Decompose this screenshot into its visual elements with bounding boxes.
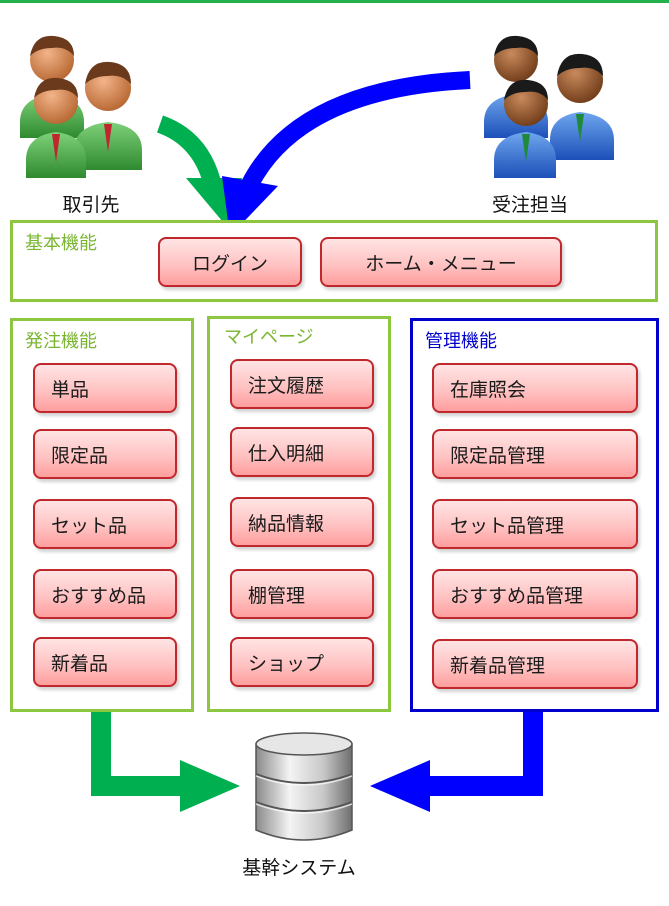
recommended-item-button[interactable]: おすすめ品 [33, 569, 177, 619]
login-button[interactable]: ログイン [158, 237, 302, 287]
database-icon [252, 730, 356, 850]
set-item-management-button[interactable]: セット品管理 [432, 499, 638, 549]
basic-functions-panel: 基本機能 ログイン ホーム・メニュー [10, 220, 658, 302]
basic-functions-title: 基本機能 [25, 233, 97, 254]
purchase-details-button[interactable]: 仕入明細 [230, 427, 374, 477]
set-item-button[interactable]: セット品 [33, 499, 177, 549]
limited-item-button[interactable]: 限定品 [33, 429, 177, 479]
client-to-login-arrow [156, 115, 221, 185]
staff-to-login-arrow [242, 71, 471, 189]
shelf-management-button[interactable]: 棚管理 [230, 569, 374, 619]
recommended-management-button[interactable]: おすすめ品管理 [432, 569, 638, 619]
admin-functions-title: 管理機能 [425, 331, 497, 352]
client-label: 取引先 [62, 194, 120, 216]
top-rule [0, 0, 669, 3]
order-staff-label: 受注担当 [491, 194, 568, 216]
home-menu-button[interactable]: ホーム・メニュー [320, 237, 562, 287]
shop-button[interactable]: ショップ [230, 637, 374, 687]
new-arrival-button[interactable]: 新着品 [33, 637, 177, 687]
core-system-label: 基幹システム [242, 857, 356, 879]
order-to-core-arrow [91, 712, 186, 796]
order-history-button[interactable]: 注文履歴 [230, 359, 374, 409]
order-core-arrowhead [180, 760, 240, 812]
delivery-info-button[interactable]: 納品情報 [230, 497, 374, 547]
admin-to-core-arrow [424, 712, 543, 796]
admin-core-arrowhead [370, 760, 430, 812]
admin-functions-panel: 管理機能 在庫照会 限定品管理 セット品管理 おすすめ品管理 新着品管理 [410, 318, 659, 712]
mypage-title: マイページ [224, 327, 314, 348]
single-item-button[interactable]: 単品 [33, 363, 177, 413]
limited-item-management-button[interactable]: 限定品管理 [432, 429, 638, 479]
client-group-icon [16, 30, 166, 184]
order-staff-group-icon [480, 30, 630, 184]
mypage-panel: マイページ 注文履歴 仕入明細 納品情報 棚管理 ショップ [207, 316, 391, 712]
inventory-inquiry-button[interactable]: 在庫照会 [432, 363, 638, 413]
order-functions-title: 発注機能 [25, 331, 97, 352]
order-functions-panel: 発注機能 単品 限定品 セット品 おすすめ品 新着品 [10, 318, 194, 712]
new-arrival-management-button[interactable]: 新着品管理 [432, 639, 638, 689]
